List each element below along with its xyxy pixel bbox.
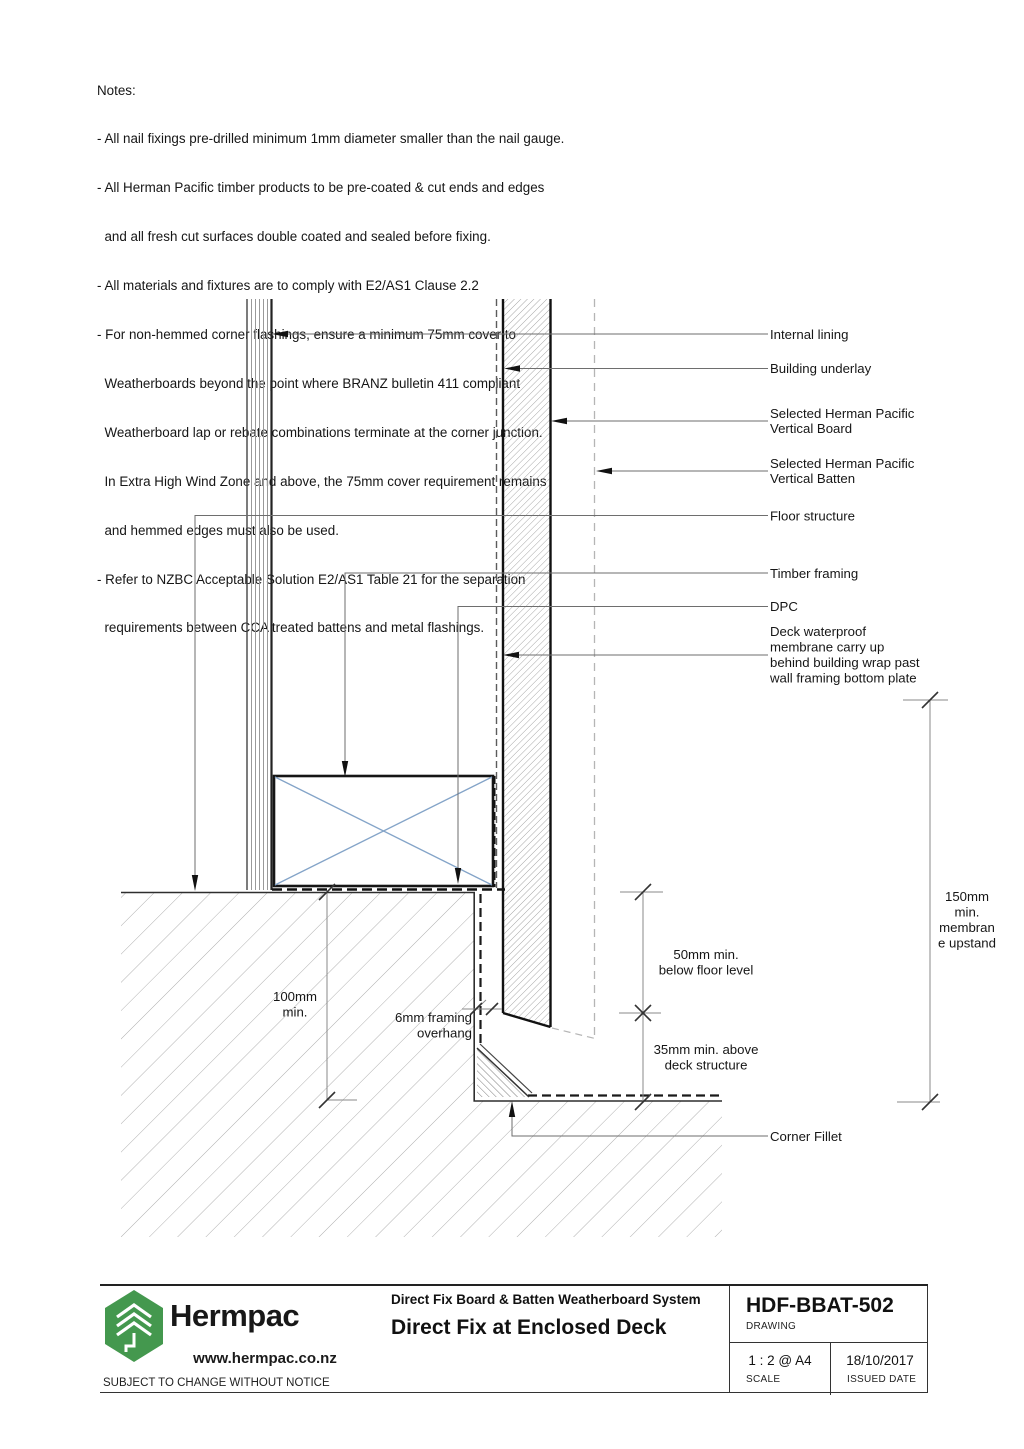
scale-label: SCALE bbox=[746, 1374, 781, 1385]
dimension-lines bbox=[318, 691, 948, 1111]
drawing-number-label: DRAWING bbox=[746, 1321, 797, 1332]
scale-date-row: 1 : 2 @ A4 SCALE 18/10/2017 ISSUED DATE bbox=[730, 1342, 927, 1395]
note-line: Notes: bbox=[97, 82, 136, 98]
issued-date-label: ISSUED DATE bbox=[847, 1374, 917, 1385]
title-block-titles: Direct Fix Board & Batten Weatherboard S… bbox=[390, 1286, 729, 1392]
label-deck-membrane: behind building wrap past bbox=[770, 655, 920, 670]
dim-below-floor: 50mm min. bbox=[673, 947, 738, 962]
brand-wordmark: Hermpac bbox=[170, 1298, 300, 1333]
dim-floor-depth: min. bbox=[283, 1005, 308, 1020]
dim-below-floor: below floor level bbox=[659, 963, 754, 978]
dim-framing-overhang: overhang bbox=[417, 1026, 472, 1041]
label-deck-membrane: Deck waterproof bbox=[770, 624, 866, 639]
scale-cell: 1 : 2 @ A4 SCALE bbox=[730, 1343, 830, 1395]
drawing-title: Direct Fix at Enclosed Deck bbox=[391, 1316, 667, 1339]
title-block-brand-area: Hermpac www.hermpac.co.nz SUBJECT TO CHA… bbox=[100, 1286, 390, 1392]
dim-membrane-upstand: min. bbox=[955, 905, 980, 920]
deck-membrane-line bbox=[479, 894, 722, 1097]
label-vertical-batten: Selected Herman Pacific bbox=[770, 456, 915, 471]
label-vertical-board: Selected Herman Pacific bbox=[770, 406, 915, 421]
label-internal-lining: Internal lining bbox=[770, 327, 848, 342]
system-name: Direct Fix Board & Batten Weatherboard S… bbox=[391, 1292, 701, 1307]
label-vertical-batten: Vertical Batten bbox=[770, 471, 855, 486]
dim-membrane-upstand: 150mm bbox=[945, 889, 989, 904]
label-building-underlay: Building underlay bbox=[770, 361, 872, 376]
label-dpc: DPC bbox=[770, 599, 798, 614]
label-deck-membrane: membrane carry up bbox=[770, 640, 884, 655]
dim-floor-depth: 100mm bbox=[273, 989, 317, 1004]
disclaimer-text: SUBJECT TO CHANGE WITHOUT NOTICE bbox=[103, 1377, 330, 1389]
vertical-board bbox=[501, 299, 552, 1029]
floor-deck-structure bbox=[121, 891, 722, 1237]
leader-arrowheads bbox=[191, 330, 612, 1117]
issued-date-cell: 18/10/2017 ISSUED DATE bbox=[830, 1343, 929, 1395]
dim-membrane-upstand: e upstand bbox=[938, 936, 996, 951]
scale-value: 1 : 2 @ A4 bbox=[748, 1353, 812, 1368]
dimension-labels: 150mm min. membran e upstand 50mm min. b… bbox=[273, 889, 996, 1073]
title-block: Hermpac www.hermpac.co.nz SUBJECT TO CHA… bbox=[100, 1284, 928, 1395]
internal-lining bbox=[246, 299, 273, 890]
label-timber-framing: Timber framing bbox=[770, 566, 858, 581]
hermpac-logo-icon bbox=[105, 1290, 163, 1367]
label-corner-fillet: Corner Fillet bbox=[770, 1129, 842, 1144]
website-text: www.hermpac.co.nz bbox=[193, 1350, 337, 1367]
drawing-number-cell: HDF-BBAT-502 DRAWING bbox=[730, 1286, 927, 1342]
label-vertical-board: Vertical Board bbox=[770, 421, 852, 436]
dim-above-deck: 35mm min. above bbox=[654, 1042, 759, 1057]
note-line: - All materials and fixtures are to comp… bbox=[97, 278, 479, 294]
note-line: and all fresh cut surfaces double coated… bbox=[97, 229, 491, 245]
dpc-line bbox=[272, 776, 505, 891]
bottom-plate-framing bbox=[272, 774, 495, 888]
note-line: - All Herman Pacific timber products to … bbox=[97, 180, 545, 196]
component-labels: Internal lining Building underlay Select… bbox=[769, 327, 920, 1144]
drawing-number: HDF-BBAT-502 bbox=[746, 1294, 894, 1317]
corner-fillet-shape bbox=[476, 1047, 530, 1098]
dim-framing-overhang: 6mm framing bbox=[395, 1010, 472, 1025]
vertical-batten-line bbox=[551, 299, 598, 1040]
note-line: requirements between CCA treated battens… bbox=[97, 620, 485, 636]
note-line: - Refer to NZBC Acceptable Solution E2/A… bbox=[97, 571, 526, 587]
leader-lines bbox=[194, 333, 768, 1137]
dim-membrane-upstand: membran bbox=[939, 920, 995, 935]
note-line: Weatherboards beyond the point where BRA… bbox=[97, 375, 521, 391]
issued-date-value: 18/10/2017 bbox=[846, 1353, 914, 1368]
title-block-meta: HDF-BBAT-502 DRAWING 1 : 2 @ A4 SCALE 18… bbox=[729, 1286, 928, 1395]
note-line: - All nail fixings pre-drilled minimum 1… bbox=[97, 131, 565, 147]
dim-above-deck: deck structure bbox=[665, 1058, 748, 1073]
label-floor-structure: Floor structure bbox=[770, 509, 855, 524]
label-deck-membrane: wall framing bottom plate bbox=[769, 671, 917, 686]
